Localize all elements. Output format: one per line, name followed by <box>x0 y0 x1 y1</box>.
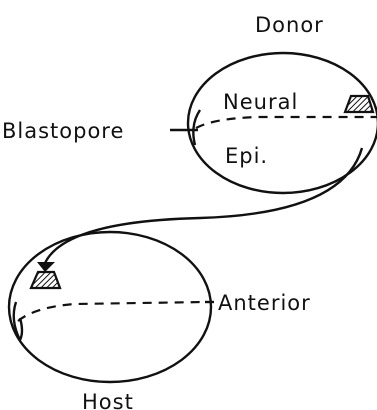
curved-arrow-icon <box>37 148 362 272</box>
transfer-arrow-path <box>45 148 362 263</box>
donor-graft-icon <box>345 96 373 112</box>
label-epi: Epi. <box>225 144 268 168</box>
host-embryo <box>9 232 211 382</box>
label-anterior: Anterior <box>218 291 311 315</box>
donor-boundary-line <box>196 117 377 128</box>
arrow-head-icon <box>37 262 55 272</box>
host-outline <box>9 232 211 382</box>
label-blastopore: Blastopore <box>2 119 124 143</box>
label-host: Host <box>82 390 134 410</box>
label-donor: Donor <box>255 13 324 37</box>
host-graft-icon <box>31 272 60 288</box>
host-boundary-line <box>18 302 205 321</box>
label-neural: Neural <box>223 90 298 114</box>
